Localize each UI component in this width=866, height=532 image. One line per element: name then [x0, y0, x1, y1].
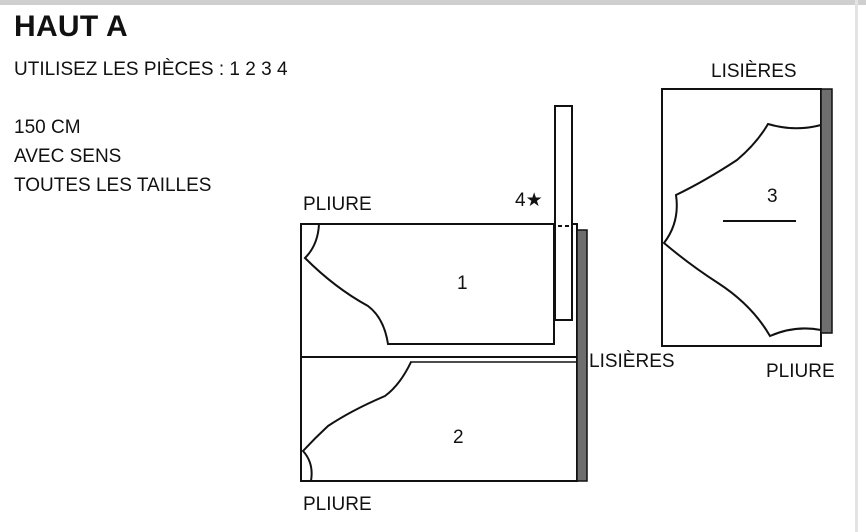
left-cutting-layout	[300, 105, 588, 482]
selvage-strip-right	[820, 88, 833, 334]
piece-4-label: 4★	[515, 190, 543, 211]
selvage-label-left: LISIÈRES	[589, 351, 675, 372]
selvage-strip-left	[576, 229, 588, 482]
fabric-rect-left	[300, 223, 578, 482]
piece-1-outline	[303, 223, 555, 345]
top-border	[0, 0, 866, 5]
right-border	[855, 0, 858, 532]
fabric-width: 150 CM	[14, 117, 81, 138]
page-title: HAUT A	[14, 10, 129, 43]
piece-1-label: 1	[457, 273, 468, 294]
fabric-specs: 150 CM AVEC SENS TOUTES LES TAILLES	[14, 113, 211, 200]
fabric-direction: AVEC SENS	[14, 146, 122, 167]
pieces-instruction: UTILISEZ LES PIÈCES : 1 2 3 4	[14, 59, 288, 80]
fold-label-top: PLIURE	[303, 194, 372, 215]
selvage-label-right: LISIÈRES	[711, 61, 797, 82]
right-cutting-layout	[661, 88, 833, 347]
piece-3-label: 3	[767, 186, 778, 207]
fold-label-right: PLIURE	[766, 361, 835, 382]
piece-2-outline	[301, 361, 412, 482]
piece-2-label: 2	[453, 427, 464, 448]
fold-label-bottom: PLIURE	[303, 494, 372, 515]
piece-4-strip	[554, 105, 573, 321]
fabric-sizes: TOUTES LES TAILLES	[14, 175, 212, 196]
piece-3-outline	[662, 122, 822, 338]
